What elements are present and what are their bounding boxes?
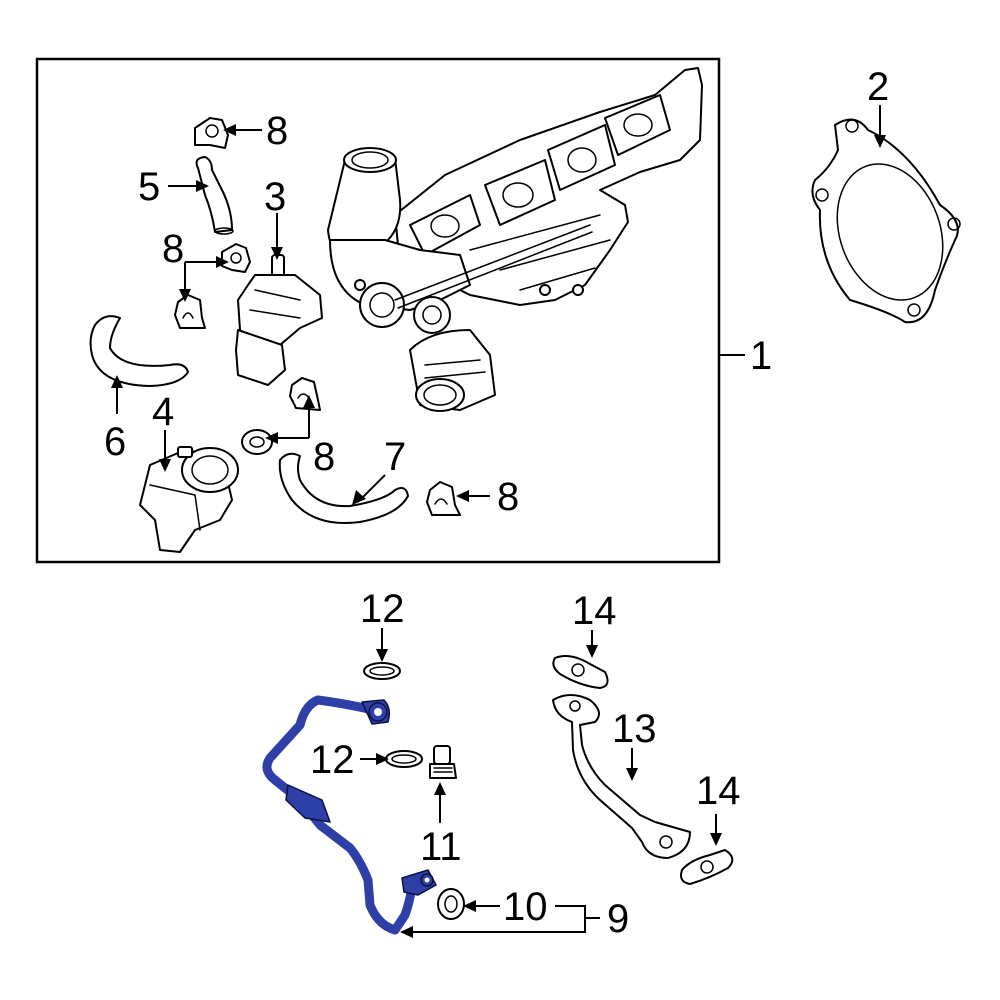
callout-14-top: 14 xyxy=(572,589,617,633)
callout-2: 2 xyxy=(867,65,889,109)
boost-valve[interactable] xyxy=(235,254,323,386)
hose-6[interactable] xyxy=(89,315,189,387)
clamp-8-left[interactable] xyxy=(174,294,206,329)
gasket-14-bottom[interactable] xyxy=(680,849,734,885)
clamp-8-mid[interactable] xyxy=(221,243,251,273)
washer-10[interactable] xyxy=(437,888,465,920)
hose-5[interactable] xyxy=(195,156,234,235)
callout-3: 3 xyxy=(264,175,286,219)
callout-10: 10 xyxy=(503,885,548,929)
callout-11: 11 xyxy=(420,825,462,869)
oil-feed-line[interactable] xyxy=(262,695,437,935)
leader-lines xyxy=(111,105,886,938)
callout-9: 9 xyxy=(607,897,629,941)
o-ring-12-side[interactable] xyxy=(385,750,423,768)
callout-8-right: 8 xyxy=(497,475,519,519)
callout-6: 6 xyxy=(104,420,126,464)
clamp-8-top[interactable] xyxy=(194,117,229,149)
callout-1: 1 xyxy=(750,334,772,378)
assembly-frame xyxy=(35,57,721,564)
clamp-8-lower[interactable] xyxy=(289,377,321,411)
callout-5: 5 xyxy=(138,165,160,209)
callout-8-lower: 8 xyxy=(313,435,335,479)
o-ring-12-top[interactable] xyxy=(363,662,401,680)
turbocharger-assembly[interactable] xyxy=(327,67,703,412)
oil-return-pipe[interactable] xyxy=(552,694,691,859)
bolt-11[interactable] xyxy=(429,745,457,779)
callout-8-mid: 8 xyxy=(162,227,184,271)
callout-14-bottom: 14 xyxy=(696,769,741,813)
callout-7: 7 xyxy=(384,435,406,479)
turbo-gasket[interactable] xyxy=(811,118,961,324)
gasket-14-top[interactable] xyxy=(552,655,609,689)
callout-12-side: 12 xyxy=(310,738,355,782)
hose-7[interactable] xyxy=(278,452,409,524)
actuator[interactable] xyxy=(139,446,239,553)
callout-13: 13 xyxy=(612,707,657,751)
callout-4: 4 xyxy=(152,390,174,434)
clamp-8-ring[interactable] xyxy=(241,429,273,455)
callout-12-top: 12 xyxy=(360,587,405,631)
clamp-8-right[interactable] xyxy=(426,481,461,516)
callout-8-top: 8 xyxy=(266,109,288,153)
